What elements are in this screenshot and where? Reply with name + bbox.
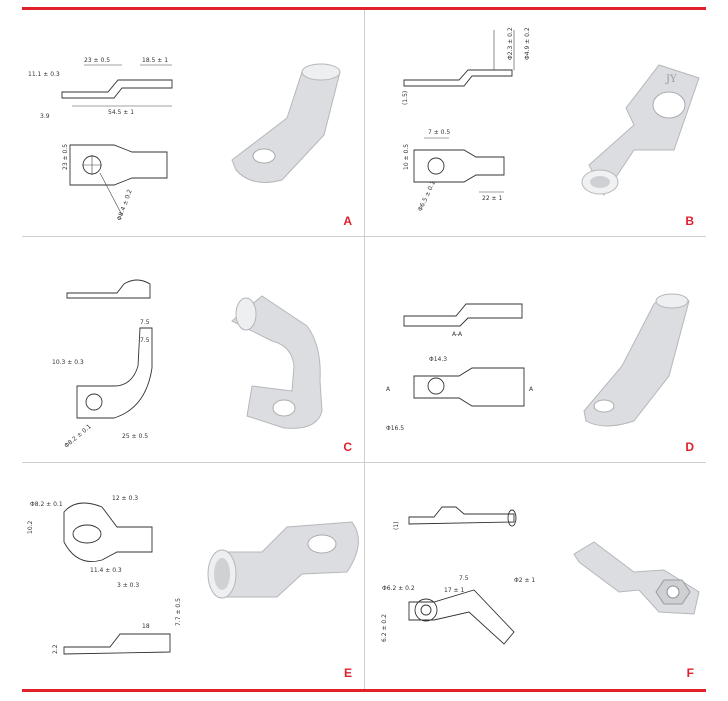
dim-a-1: 23 ± 0.5 — [84, 57, 110, 64]
dim-b-2: Φ4.9 ± 0.2 — [524, 27, 531, 60]
panel-a: 23 ± 0.5 18.5 ± 1 11.1 ± 0.3 3.9 54.5 ± … — [22, 10, 364, 236]
top-red-rule — [22, 7, 706, 10]
dim-e-2: 12 ± 0.3 — [112, 495, 138, 502]
dim-a-7: Φ8.4 ± 0.2 — [116, 188, 134, 221]
row-divider-2 — [22, 462, 706, 463]
dim-a-6: 23 ± 0.5 — [62, 144, 69, 170]
dim-f-4: Φ2 ± 1 — [514, 577, 535, 584]
dim-c-2: 7.5 — [140, 337, 150, 344]
dim-b-1: Φ2.3 ± 0.2 — [507, 27, 514, 60]
dim-f-6: (1) — [393, 522, 400, 531]
dim-d-1: A-A — [452, 331, 463, 338]
dim-e-7: 2.2 — [52, 644, 59, 654]
dim-c-5: Φ8.2 ± 0.1 — [63, 423, 93, 449]
dim-a-2: 18.5 ± 1 — [142, 57, 168, 64]
panel-c: 7.5 7.5 10.3 ± 0.3 25 ± 0.5 Φ8.2 ± 0.1 C — [22, 236, 364, 462]
panel-e: Φ8.2 ± 0.1 12 ± 0.3 11.4 ± 0.3 3 ± 0.3 1… — [22, 462, 364, 688]
dim-a-4: 3.9 — [40, 113, 50, 120]
dim-f-5: 6.2 ± 0.2 — [381, 614, 388, 642]
panel-b: Φ2.3 ± 0.2 Φ4.9 ± 0.2 (1.5) 7 ± 0.5 10 ±… — [364, 10, 706, 236]
panel-a-drawing: 23 ± 0.5 18.5 ± 1 11.1 ± 0.3 3.9 54.5 ± … — [28, 57, 341, 222]
dim-a-5: 54.5 ± 1 — [108, 109, 134, 116]
panel-f-drawing: Φ6.2 ± 0.2 7.5 17 ± 1 Φ2 ± 1 6.2 ± 0.2 (… — [381, 506, 700, 645]
dim-e-8: 10.2 — [27, 520, 34, 534]
dim-b-6: Φ6.5 ± 0.1 — [417, 180, 437, 213]
dim-c-4: 25 ± 0.5 — [122, 433, 148, 440]
dim-d-3: A — [386, 386, 391, 393]
lug-f-render — [573, 541, 700, 615]
dim-e-5: 18 — [142, 623, 150, 630]
dim-b-5: 10 ± 0.5 — [403, 144, 410, 170]
dim-e-4: 3 ± 0.3 — [117, 582, 139, 589]
dim-b-4: 7 ± 0.5 — [428, 129, 450, 136]
dim-f-3: 17 ± 1 — [444, 587, 464, 594]
dim-e-6: 7.7 ± 0.5 — [175, 598, 182, 626]
panel-c-letter: C — [343, 440, 352, 454]
dim-b-3: (1.5) — [402, 91, 409, 105]
vertical-divider — [364, 10, 365, 689]
dim-e-1: Φ8.2 ± 0.1 — [30, 501, 63, 508]
dim-f-1: Φ6.2 ± 0.2 — [382, 585, 415, 592]
panel-f: Φ6.2 ± 0.2 7.5 17 ± 1 Φ2 ± 1 6.2 ± 0.2 (… — [364, 462, 706, 688]
panel-a-letter: A — [343, 214, 352, 228]
lug-c-render — [231, 295, 323, 429]
panel-e-drawing: Φ8.2 ± 0.1 12 ± 0.3 11.4 ± 0.3 3 ± 0.3 1… — [27, 495, 359, 655]
dim-c-1: 7.5 — [140, 319, 150, 326]
panel-d: A-A Φ14.3 A A Φ16.5 D — [364, 236, 706, 462]
dim-a-3: 11.1 ± 0.3 — [28, 71, 60, 78]
dim-d-5: Φ16.5 — [386, 425, 404, 432]
lug-grid: 23 ± 0.5 18.5 ± 1 11.1 ± 0.3 3.9 54.5 ± … — [22, 10, 706, 689]
lug-e-render — [207, 521, 359, 599]
lug-a-render — [231, 63, 341, 183]
panel-e-letter: E — [343, 666, 352, 680]
dim-f-2: 7.5 — [459, 575, 469, 582]
dim-d-2: Φ14.3 — [429, 356, 447, 363]
panel-c-drawing: 7.5 7.5 10.3 ± 0.3 25 ± 0.5 Φ8.2 ± 0.1 — [52, 279, 323, 450]
dim-e-3: 11.4 ± 0.3 — [90, 567, 122, 574]
panel-d-drawing: A-A Φ14.3 A A Φ16.5 — [386, 293, 690, 432]
dim-d-4: A — [529, 386, 534, 393]
panel-b-letter: B — [685, 214, 694, 228]
dim-c-3: 10.3 ± 0.3 — [52, 359, 84, 366]
row-divider-1 — [22, 236, 706, 237]
lug-b-render: JY — [581, 64, 700, 196]
panel-b-drawing: Φ2.3 ± 0.2 Φ4.9 ± 0.2 (1.5) 7 ± 0.5 10 ±… — [402, 27, 700, 213]
lug-b-stamp: JY — [665, 74, 677, 85]
bottom-red-rule — [22, 689, 706, 692]
panel-f-letter: F — [686, 666, 694, 680]
dim-b-7: 22 ± 1 — [482, 195, 502, 202]
lug-d-render — [583, 293, 690, 427]
panel-d-letter: D — [685, 440, 694, 454]
